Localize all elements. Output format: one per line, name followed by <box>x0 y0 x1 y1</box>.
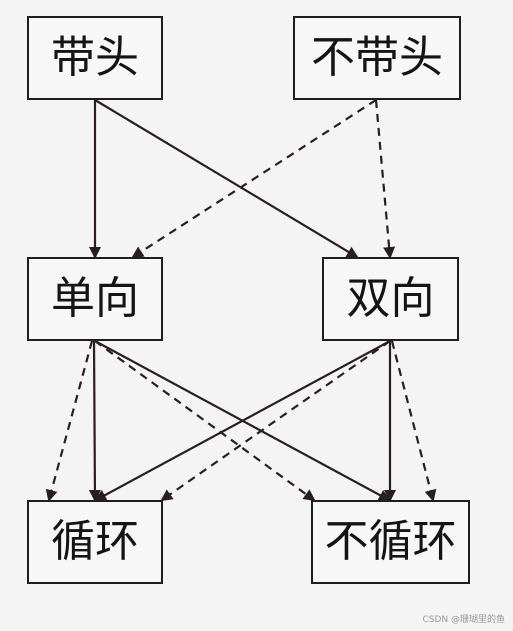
node-single-label: 单向 <box>51 273 139 324</box>
edge-nohead-to-double-dashed <box>374 99 396 259</box>
node-double: 双向 <box>322 257 459 341</box>
node-nohead-label: 不带头 <box>311 32 443 83</box>
watermark: CSDN @珊瑚里的鱼 <box>422 615 505 625</box>
node-head: 带头 <box>27 16 163 100</box>
edge-nohead-to-single-dashed <box>131 99 377 259</box>
node-double-label: 双向 <box>346 273 435 324</box>
edge-head-to-double-solid <box>94 99 359 259</box>
node-nocycle-label: 不循环 <box>324 516 457 567</box>
edge-single-to-cycle-dashed <box>45 340 94 502</box>
node-nocycle: 不循环 <box>311 500 470 584</box>
node-single: 单向 <box>27 257 163 341</box>
edge-double-to-cycle-solid <box>94 340 391 501</box>
node-cycle: 循环 <box>27 500 163 584</box>
edge-double-to-cycle-dashed <box>160 340 391 502</box>
node-cycle-label: 循环 <box>51 516 139 567</box>
node-nohead: 不带头 <box>293 16 461 100</box>
edge-single-to-cycle-solid <box>88 340 101 502</box>
node-head-label: 带头 <box>51 32 139 83</box>
edge-single-to-nocycle-dashed <box>94 340 316 502</box>
edge-double-to-nocycle-dashed <box>390 340 437 502</box>
